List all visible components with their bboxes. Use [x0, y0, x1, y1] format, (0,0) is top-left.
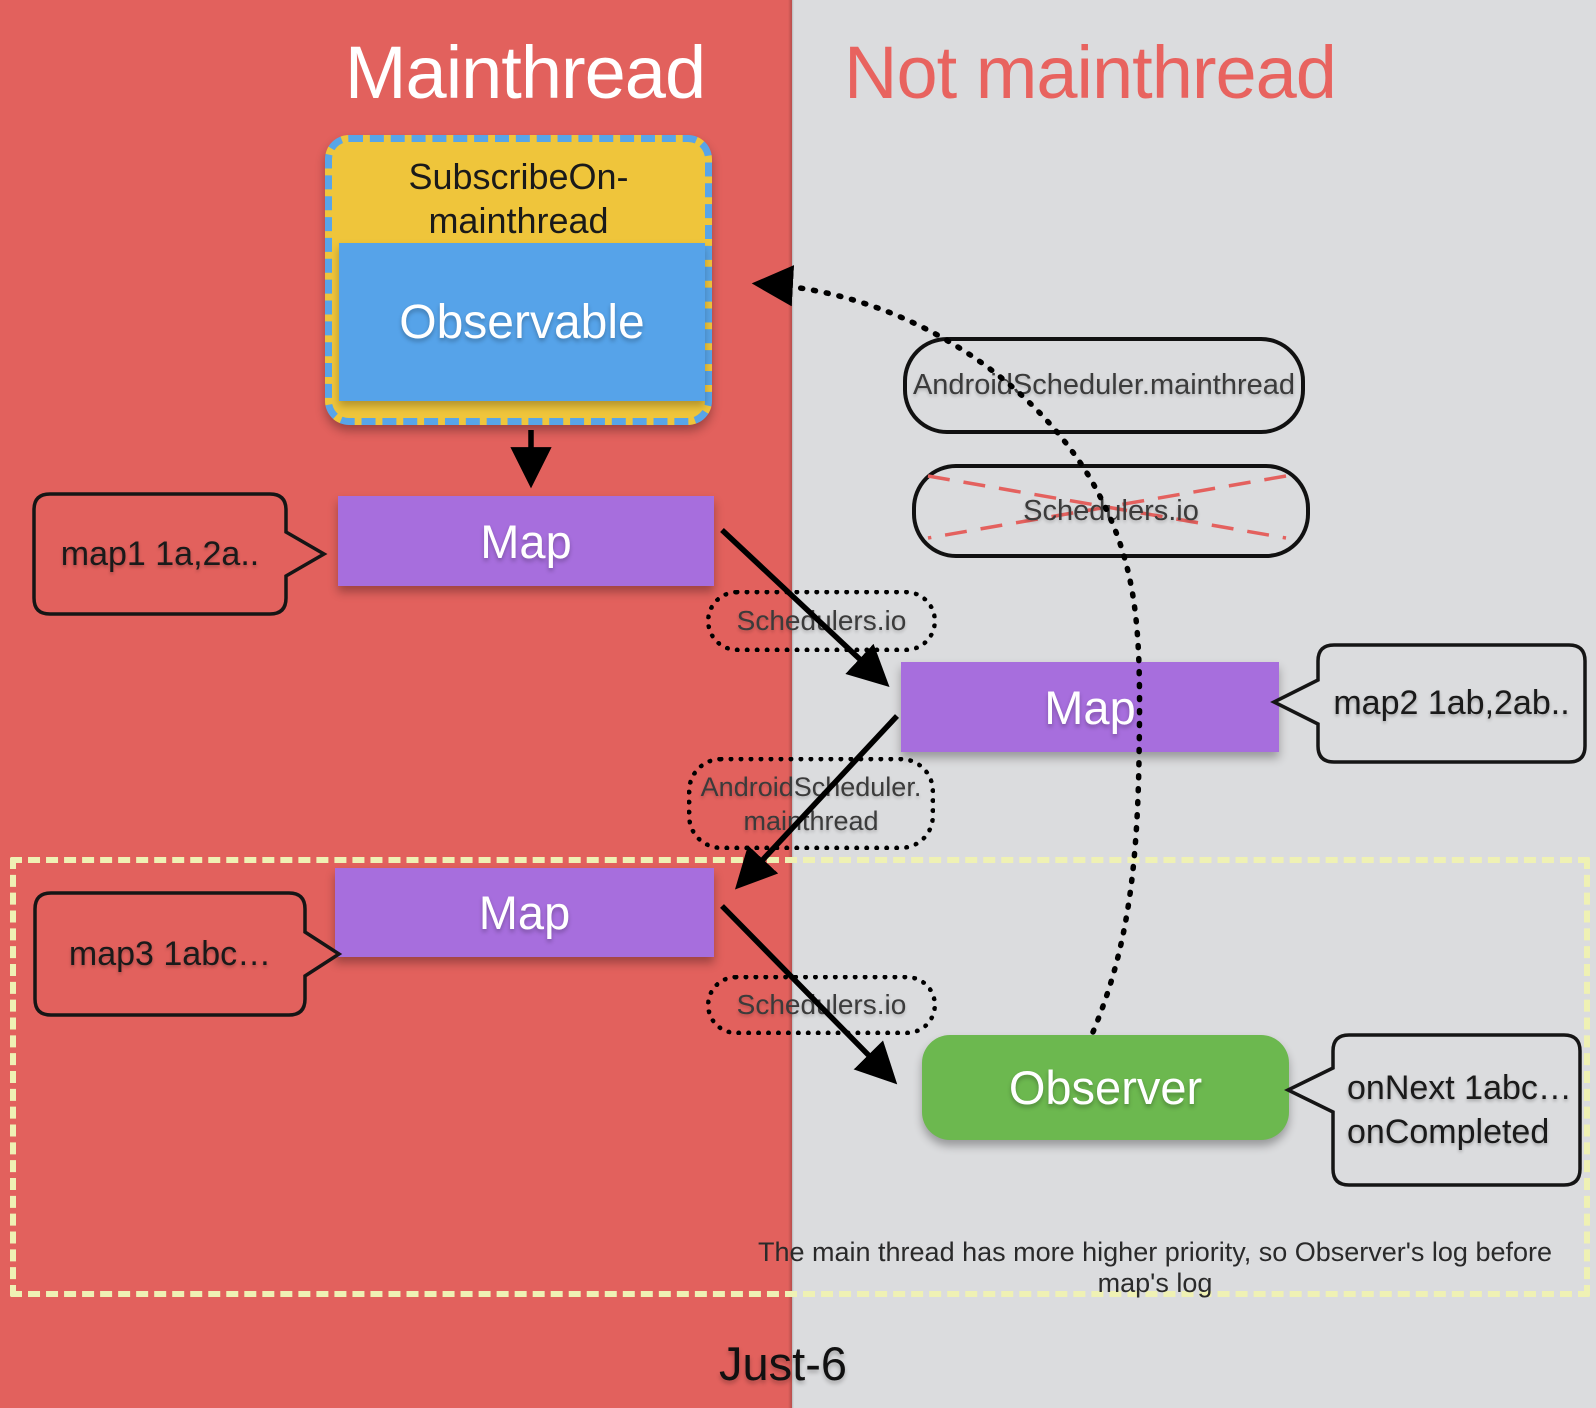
- mainthread-title: Mainthread: [344, 31, 706, 114]
- subscribeon-label-line2: mainthread: [428, 200, 609, 241]
- observable-node: Observable: [339, 243, 705, 401]
- priority-note: The main thread has more higher priority…: [757, 1237, 1553, 1298]
- observer-callout-line2: onCompleted: [1347, 1113, 1550, 1151]
- map3-callout: map3 1abc…: [31, 889, 343, 1021]
- schedulers-io-dotted-lower-pill: Schedulers.io: [706, 975, 937, 1035]
- map1-node: Map: [338, 496, 714, 586]
- map1-callout-shape: [32, 492, 328, 616]
- map1-callout-text: map1 1a,2a..: [60, 534, 260, 573]
- not-mainthread-title: Not mainthread: [844, 31, 1337, 114]
- androidscheduler-dotted-pill: AndroidScheduler. mainthread: [687, 757, 935, 850]
- map3-node: Map: [335, 868, 714, 957]
- observer-node: Observer: [922, 1035, 1289, 1140]
- map3-callout-shape: [33, 891, 343, 1017]
- map1-callout: map1 1a,2a..: [30, 490, 330, 620]
- schedulers-io-crossed-label: Schedulers.io: [1023, 494, 1199, 527]
- androidscheduler-mainthread-pill: AndroidScheduler.mainthread: [903, 337, 1305, 434]
- androidscheduler-dotted-line2: mainthread: [743, 805, 879, 836]
- map2-callout-text: map2 1ab,2ab..: [1333, 684, 1570, 722]
- subscribeon-label-line1: SubscribeOn-: [408, 156, 629, 197]
- map2-callout-shape: [1270, 643, 1587, 764]
- map3-callout-text: map3 1abc…: [68, 934, 272, 973]
- observer-callout-line1: onNext 1abc…: [1347, 1069, 1572, 1107]
- schedulers-io-dotted-upper-label: Schedulers.io: [736, 605, 907, 636]
- androidscheduler-dotted-line1: AndroidScheduler.: [700, 771, 922, 802]
- androidscheduler-mainthread-label: AndroidScheduler.mainthread: [912, 369, 1296, 401]
- schedulers-io-dotted-upper-pill: Schedulers.io: [706, 590, 937, 652]
- map2-callout: map2 1ab,2ab..: [1270, 641, 1592, 768]
- subscribeon-group-box: SubscribeOn- mainthread Observable: [325, 135, 712, 425]
- schedulers-io-crossed-pill: Schedulers.io: [912, 464, 1310, 558]
- observer-callout-shape: [1284, 1033, 1582, 1187]
- observer-callout: onNext 1abc… onCompleted: [1284, 1031, 1586, 1191]
- slide-footer: Just-6: [719, 1337, 847, 1390]
- schedulers-io-dotted-lower-label: Schedulers.io: [736, 989, 907, 1020]
- map2-node: Map: [901, 662, 1279, 752]
